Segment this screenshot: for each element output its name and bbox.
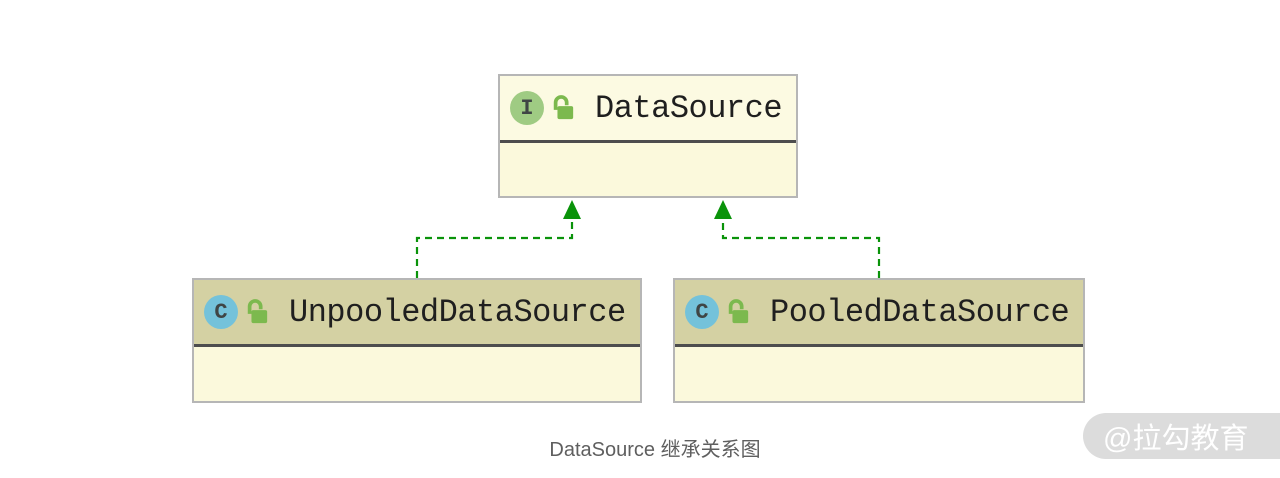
- realization-edge-unpooled-to-datasource[interactable]: [415, 219, 574, 278]
- node-separator: [675, 344, 1083, 347]
- node-separator: [500, 140, 796, 143]
- realization-edge-pooled-to-datasource[interactable]: [721, 219, 881, 278]
- public-lock-icon: [726, 298, 750, 326]
- node-name-pooleddatasource: PooledDataSource: [770, 293, 1070, 331]
- node-header: I DataSource: [500, 76, 796, 140]
- node-members-section: [500, 143, 796, 196]
- class-node-pooleddatasource[interactable]: C PooledDataSource: [673, 278, 1085, 403]
- class-icon: C: [685, 295, 719, 329]
- node-name-datasource: DataSource: [595, 89, 783, 127]
- node-header: C PooledDataSource: [675, 280, 1083, 344]
- public-lock-icon: [551, 94, 575, 122]
- node-members-section: [675, 347, 1083, 401]
- watermark-text: @拉勾教育: [1103, 423, 1249, 455]
- realization-arrowhead-right: [714, 200, 732, 219]
- public-lock-icon: [245, 298, 269, 326]
- class-icon: C: [204, 295, 238, 329]
- interface-icon: I: [510, 91, 544, 125]
- diagram-caption: DataSource 继承关系图: [549, 439, 761, 461]
- node-members-section: [194, 347, 640, 401]
- realization-arrowhead-left: [563, 200, 581, 219]
- interface-node-datasource[interactable]: I DataSource: [498, 74, 798, 198]
- node-name-unpooleddatasource: UnpooledDataSource: [289, 293, 626, 331]
- class-node-unpooleddatasource[interactable]: C UnpooledDataSource: [192, 278, 642, 403]
- watermark-badge: @拉勾教育: [1083, 413, 1280, 459]
- node-separator: [194, 344, 640, 347]
- node-header: C UnpooledDataSource: [194, 280, 640, 344]
